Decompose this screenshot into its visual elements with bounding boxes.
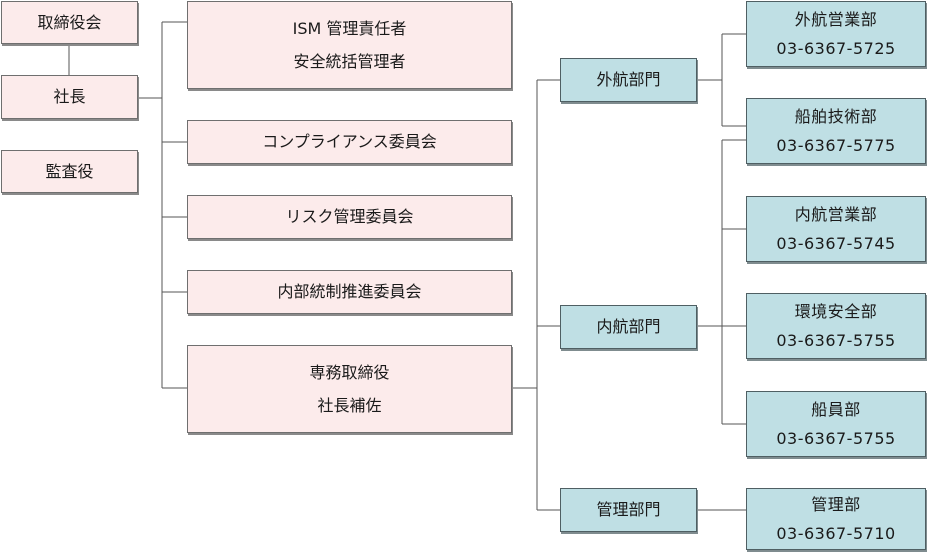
ism-manager-box: ISM 管理責任者 安全統括管理者: [187, 1, 512, 89]
board-label: 取締役会: [37, 12, 102, 32]
department-box: 外航営業部 03-6367-5725: [746, 1, 926, 67]
division-domestic-box: 内航部門: [560, 305, 697, 349]
ism-manager-label: ISM 管理責任者: [292, 18, 407, 38]
compliance-committee-box: コンプライアンス委員会: [187, 120, 512, 164]
department-box: 内航営業部 03-6367-5745: [746, 196, 926, 262]
department-name: 船舶技術部: [794, 106, 878, 126]
internal-control-committee-box: 内部統制推進委員会: [187, 270, 512, 314]
department-name: 管理部: [811, 494, 861, 514]
senior-director-label: 専務取締役: [309, 362, 390, 382]
senior-director-box: 専務取締役 社長補佐: [187, 345, 512, 433]
department-box: 船舶技術部 03-6367-5775: [746, 98, 926, 164]
department-phone: 03-6367-5755: [776, 429, 896, 448]
auditor-box: 監査役: [1, 150, 138, 193]
department-phone: 03-6367-5755: [776, 331, 896, 350]
risk-committee-label: リスク管理委員会: [285, 207, 414, 227]
department-box: 船員部 03-6367-5755: [746, 391, 926, 457]
department-phone: 03-6367-5745: [776, 234, 896, 253]
division-overseas-label: 外航部門: [596, 70, 661, 90]
auditor-label: 監査役: [45, 161, 94, 181]
department-phone: 03-6367-5775: [776, 136, 896, 155]
division-admin-box: 管理部門: [560, 488, 697, 532]
board-box: 取締役会: [1, 1, 138, 44]
president-box: 社長: [1, 75, 138, 119]
department-name: 外航営業部: [794, 9, 878, 29]
internal-control-committee-label: 内部統制推進委員会: [277, 282, 422, 302]
department-name: 環境安全部: [794, 301, 878, 321]
department-phone: 03-6367-5710: [776, 524, 896, 543]
division-overseas-box: 外航部門: [560, 58, 697, 102]
division-domestic-label: 内航部門: [596, 317, 661, 337]
department-box: 管理部 03-6367-5710: [746, 488, 926, 550]
safety-manager-label: 安全統括管理者: [293, 52, 406, 71]
department-name: 内航営業部: [794, 204, 878, 224]
risk-committee-box: リスク管理委員会: [187, 195, 512, 239]
department-phone: 03-6367-5725: [776, 39, 896, 58]
president-label: 社長: [53, 87, 86, 107]
department-box: 環境安全部 03-6367-5755: [746, 293, 926, 359]
president-assistant-label: 社長補佐: [317, 396, 382, 415]
division-admin-label: 管理部門: [596, 500, 661, 520]
department-name: 船員部: [811, 399, 861, 419]
compliance-committee-label: コンプライアンス委員会: [262, 132, 437, 152]
